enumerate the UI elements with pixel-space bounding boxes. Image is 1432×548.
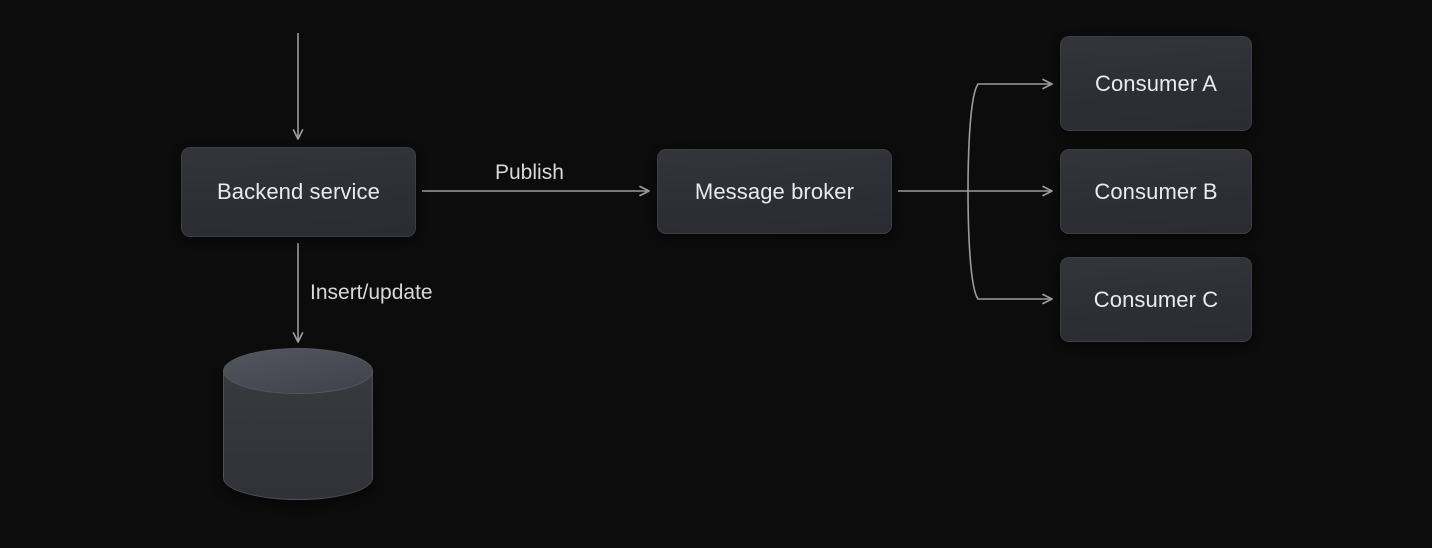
node-consumer-b-label: Consumer B bbox=[1094, 178, 1218, 204]
node-consumer-a-label: Consumer A bbox=[1094, 70, 1218, 96]
node-consumer-a[interactable]: Consumer A bbox=[1060, 36, 1252, 131]
node-database-cylinder[interactable] bbox=[223, 348, 373, 500]
node-consumer-b[interactable]: Consumer B bbox=[1060, 149, 1252, 234]
edge-broker-fanout bbox=[898, 78, 1053, 305]
node-message-broker[interactable]: Message broker bbox=[657, 149, 892, 234]
cylinder-top-ellipse bbox=[223, 348, 373, 394]
edge-label-insert-update: Insert/update bbox=[310, 281, 433, 304]
edge-label-publish: Publish bbox=[495, 161, 564, 184]
node-consumer-c[interactable]: Consumer C bbox=[1060, 257, 1252, 342]
node-backend-service-label: Backend service bbox=[217, 179, 380, 204]
node-backend-service[interactable]: Backend service bbox=[181, 147, 416, 237]
node-consumer-c-label: Consumer C bbox=[1093, 286, 1219, 312]
node-message-broker-label: Message broker bbox=[694, 178, 855, 204]
